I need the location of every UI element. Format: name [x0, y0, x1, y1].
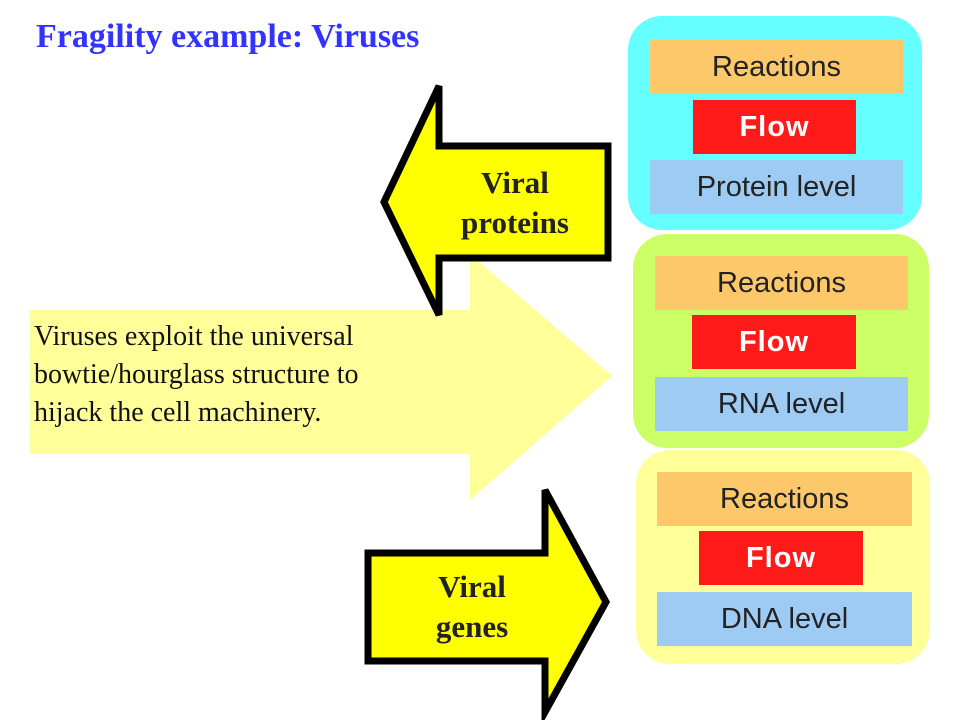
dna-flow-box: Flow [699, 531, 863, 585]
dna-level-box: DNA level [657, 592, 912, 646]
main-pale-arrow [30, 254, 612, 500]
rna-level-box: RNA level [655, 377, 908, 431]
rna-flow-box: Flow [692, 315, 856, 369]
viral-genes-line1: Viral [438, 569, 506, 604]
viral-genes-arrow [364, 488, 610, 720]
main-text-line1: Viruses exploit the universal [34, 321, 354, 352]
main-text-line3: hijack the cell machinery. [34, 397, 322, 428]
viral-proteins-line1: Viral [481, 165, 549, 200]
slide-title: Fragility example: Viruses [36, 18, 420, 55]
rna-reactions-box: Reactions [655, 256, 908, 310]
viral-proteins-line2: proteins [461, 205, 569, 240]
protein-reactions-box: Reactions [650, 40, 903, 94]
viral-proteins-label: Viral proteins [430, 163, 600, 243]
protein-flow-box: Flow [693, 100, 856, 154]
dna-reactions-box: Reactions [657, 472, 912, 526]
viral-genes-label: Viral genes [392, 567, 552, 647]
main-text-line2: bowtie/hourglass structure to [34, 359, 359, 390]
main-description: Viruses exploit the universal bowtie/hou… [34, 318, 474, 432]
viral-proteins-arrow [380, 84, 612, 317]
viral-genes-line2: genes [435, 609, 509, 644]
protein-level-box: Protein level [650, 160, 903, 214]
